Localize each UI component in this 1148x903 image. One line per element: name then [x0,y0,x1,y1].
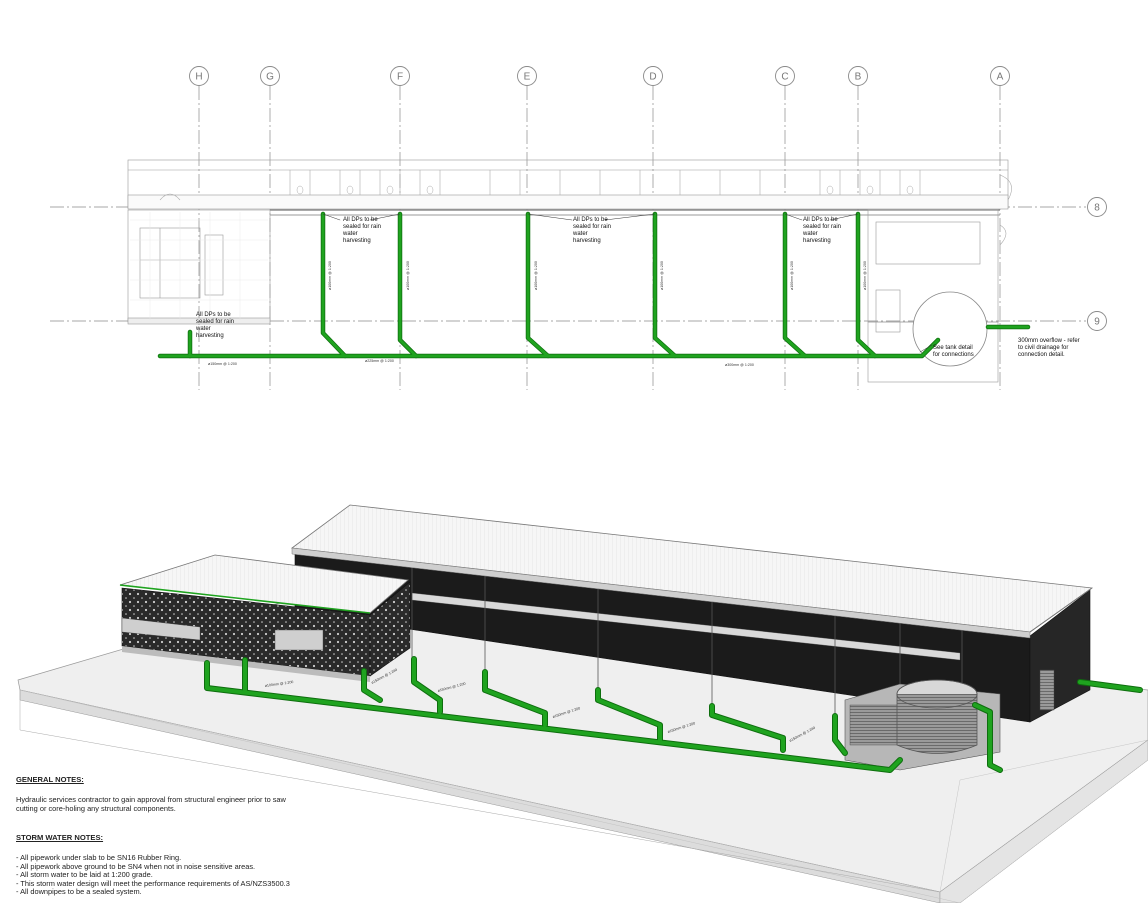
overflow-note-line: 300mm overflow - refer [1018,338,1080,344]
plan-note-dp-far-left: All DPs to be sealed for rain water harv… [195,312,234,339]
grid-column-label: A [997,72,1004,83]
dp-note-line: sealed for rain [343,224,381,230]
dp-note-line: All DPs to be [343,217,378,223]
pipe-label: ø100mm @ 1:200 [534,261,538,290]
tank-note-line: See tank detail [933,345,973,351]
general-note-line: Hydraulic services contractor to gain ap… [16,795,286,805]
left-wing-end-wall [369,581,411,677]
left-wing-windows [121,617,201,641]
plan-note-dp-left: All DPs to be sealed for rain water harv… [342,217,381,244]
grid-column-label: B [855,72,862,83]
plan-note-tank-detail: See tank detail for connections [933,345,974,358]
dp-note-line: All DPs to be [196,312,231,318]
isometric-view: ø100mm @ 1:200 ø150mm @ 1:200 ø150mm @ 1… [17,504,1148,903]
plan-note-overflow: 300mm overflow - refer to civil drainage… [1018,338,1080,358]
storm-water-note-line: - All downpipes to be a sealed system. [16,887,142,897]
grid-column-bubble-b: B [848,66,868,86]
storm-water-note-line: - All pipework above ground to be SN4 wh… [16,861,256,871]
grid-column-label: H [195,72,202,83]
grid-column-bubble-f: F [390,66,410,86]
grid-column-label: G [266,72,274,83]
grid-column-label: F [397,72,403,83]
dp-note-line: water [195,326,211,332]
grid-column-bubble-e: E [517,66,537,86]
grid-row-label-9: 9 [1094,317,1100,328]
overflow-note-line: to civil drainage for [1018,345,1068,351]
pipe-label: ø100mm @ 1:200 [406,261,410,290]
pipe-label: ø100mm @ 1:200 [328,261,332,290]
grid-column-label: D [649,72,656,83]
pipe-label: ø225mm @ 1:200 [365,359,394,363]
pipe-label: ø150mm @ 1:200 [208,362,237,366]
plan-pipework [157,211,1031,359]
iso-pipework [204,656,1143,773]
overflow-note-line: connection detail. [1018,352,1065,358]
grid-column-label: E [524,72,531,83]
pipe-label: ø150mm @ 1:200 [437,682,466,693]
grid-column-bubble-d: D [643,66,663,86]
grid-column-bubble-c: C [775,66,795,86]
general-notes-heading: GENERAL NOTES: [16,775,84,784]
grid-column-bubble-g: G [260,66,280,86]
dp-note-line: All DPs to be [573,217,608,223]
dp-note-line: water [342,231,358,237]
dp-note-line: water [572,231,588,237]
grid-row-bubble-9: 9 [1087,311,1107,331]
storm-water-notes: STORM WATER NOTES: - All pipework under … [16,833,336,897]
storm-water-notes-heading: STORM WATER NOTES: [16,833,104,842]
general-notes: GENERAL NOTES: Hydraulic services contra… [16,775,336,813]
storm-water-note-line: - All storm water to be laid at 1:200 gr… [16,870,153,880]
dp-note-line: All DPs to be [803,217,838,223]
pipe-label: ø100mm @ 1:200 [265,680,294,688]
plan-view: H G F E D C B A 8 9 [50,66,1107,390]
pipe-label: ø100mm @ 1:200 [790,261,794,290]
dp-note-line: harvesting [803,238,831,244]
dp-note-line: harvesting [343,238,371,244]
pipe-label: ø100mm @ 1:200 [863,261,867,290]
plan-note-dp-right: All DPs to be sealed for rain water harv… [802,217,841,244]
plan-building-outline [127,159,1012,383]
general-note-line: cutting or core-holing any structural co… [16,803,176,813]
grid-row-label-8: 8 [1094,203,1100,214]
grid-column-bubble-h: H [189,66,209,86]
tank-enclosure [844,679,1001,771]
pipe-label: ø300mm @ 1:200 [725,363,754,367]
storm-water-note-line: - All pipework under slab to be SN16 Rub… [16,853,182,863]
dp-note-line: sealed for rain [196,319,234,325]
grid-column-label: C [781,72,788,83]
plan-note-dp-mid: All DPs to be sealed for rain water harv… [572,217,611,244]
dp-note-line: sealed for rain [803,224,841,230]
grid-row-bubble-8: 8 [1087,197,1107,217]
grid-column-bubble-a: A [990,66,1010,86]
dp-note-line: water [802,231,818,237]
dp-note-line: sealed for rain [573,224,611,230]
dp-note-line: harvesting [573,238,601,244]
dp-note-line: harvesting [196,333,224,339]
storm-water-note-line: - This storm water design will meet the … [16,878,290,888]
pipe-label: ø100mm @ 1:200 [660,261,664,290]
tank-note-line: for connections [933,352,974,358]
